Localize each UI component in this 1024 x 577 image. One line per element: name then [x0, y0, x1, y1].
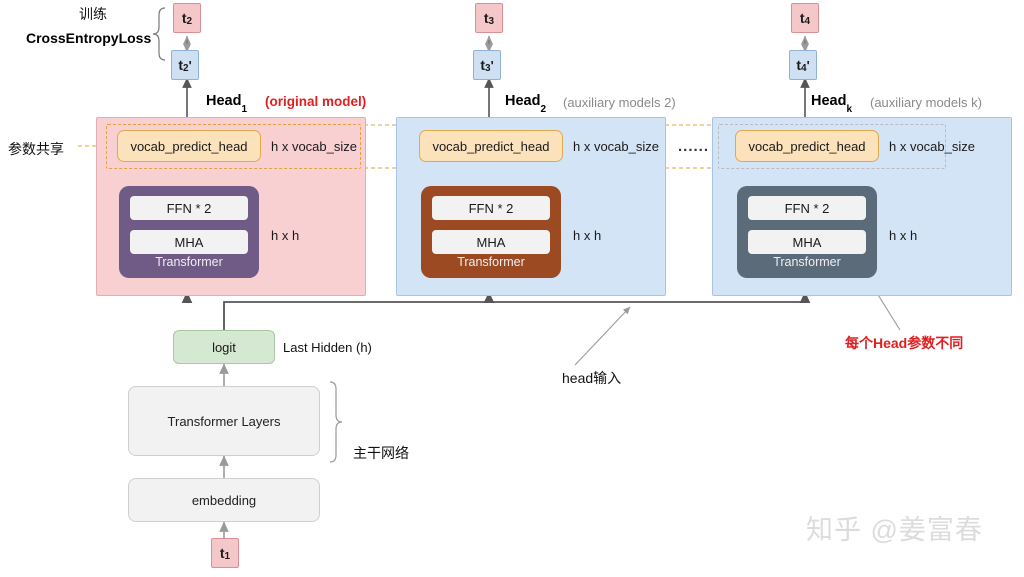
each-head-diff-callout: 每个Head参数不同	[845, 335, 964, 351]
backbone-brace	[329, 381, 343, 463]
head3-mha-cell: MHA	[748, 230, 866, 254]
embedding-label: embedding	[191, 492, 257, 508]
pred-token-head1-sub: 2	[183, 62, 189, 74]
transformer-layers-label: Transformer Layers	[167, 413, 281, 429]
head1-name-text: Head	[206, 93, 242, 109]
last-hidden-label: Last Hidden (h)	[283, 340, 372, 355]
head3-vocab-dim: h x vocab_size	[889, 139, 975, 154]
head2-ffn-label: FFN * 2	[468, 200, 514, 216]
head3-transformer-label: Transformer	[773, 255, 841, 269]
head-input-callout: head输入	[562, 370, 622, 386]
head3-name-text: Head	[811, 93, 847, 109]
pred-token-head3-prime: '	[806, 57, 810, 73]
train-label: 训练	[79, 6, 107, 22]
head2-mha-label: MHA	[476, 234, 506, 250]
transformer-layers-box: Transformer Layers	[128, 386, 320, 456]
head-input-leader	[574, 306, 631, 366]
head3-transformer: FFN * 2 MHA Transformer	[737, 186, 877, 278]
target-token-head1-text: t	[181, 10, 187, 26]
head2-vocab-dim: h x vocab_size	[573, 139, 659, 154]
pred-token-head2-prime: '	[490, 57, 494, 73]
logit-box: logit	[173, 330, 275, 364]
head3-name-sub: k	[846, 103, 853, 115]
head2-mha-cell: MHA	[432, 230, 550, 254]
head3-tf-dim: h x h	[889, 228, 918, 243]
embedding-box: embedding	[128, 478, 320, 522]
head1-transformer: FFN * 2 MHA Transformer	[119, 186, 259, 278]
head2-name-text: Head	[505, 93, 541, 109]
head2-name: Head2	[505, 93, 547, 115]
head3-vocab-label: vocab_predict_head	[748, 138, 866, 154]
head2-ffn-cell: FFN * 2	[432, 196, 550, 220]
heads-ellipsis: ......	[678, 138, 710, 155]
head3-ffn-cell: FFN * 2	[748, 196, 866, 220]
head1-vocab-predict-head[interactable]: vocab_predict_head	[117, 130, 261, 162]
head1-mha-label: MHA	[174, 234, 204, 250]
head2-vocab-predict-head[interactable]: vocab_predict_head	[419, 130, 563, 162]
head3-vocab-dashed-region	[718, 124, 946, 169]
pred-token-head1-prime: '	[188, 57, 192, 73]
head3-name: Headk	[811, 93, 853, 115]
head2-name-sub: 2	[540, 103, 547, 115]
backbone-label: 主干网络	[353, 445, 409, 461]
target-token-head2-text: t	[483, 10, 489, 26]
logit-label: logit	[212, 339, 236, 355]
head3-vocab-predict-head[interactable]: vocab_predict_head	[735, 130, 879, 162]
pred-token-head2-text: t	[480, 57, 485, 73]
head3-mha-label: MHA	[792, 234, 822, 250]
param-share-label: 参数共享	[8, 141, 64, 157]
head1-transformer-label: Transformer	[155, 255, 223, 269]
target-token-head3-text: t	[799, 10, 805, 26]
target-token-head1-sub: 2	[186, 15, 193, 27]
head1-name-sub: 1	[241, 103, 248, 115]
head1-ffn-cell: FFN * 2	[130, 196, 248, 220]
pred-token-head2-sub: 3	[485, 62, 491, 74]
head2-transformer-label: Transformer	[457, 255, 525, 269]
head2-transformer: FFN * 2 MHA Transformer	[421, 186, 561, 278]
pred-token-head1-text: t	[178, 57, 183, 73]
input-token-sub: 1	[224, 550, 231, 562]
target-token-head3-sub: 4	[804, 15, 811, 27]
head1-mha-cell: MHA	[130, 230, 248, 254]
pred-token-head3-sub: 4	[801, 62, 807, 74]
head1-vocab-label: vocab_predict_head	[130, 138, 248, 154]
head2-vocab-label: vocab_predict_head	[432, 138, 550, 154]
head1-tf-dim: h x h	[271, 228, 300, 243]
head1-caption: (original model)	[265, 94, 367, 109]
head2-caption: (auxiliary models 2)	[563, 95, 676, 110]
head1-name: Head1	[206, 93, 248, 115]
target-token-head2-sub: 3	[488, 15, 495, 27]
loss-label: CrossEntropyLoss	[26, 30, 152, 46]
head1-vocab-dashed-region	[106, 124, 361, 169]
head1-vocab-dim: h x vocab_size	[271, 139, 357, 154]
head3-ffn-label: FFN * 2	[784, 200, 830, 216]
watermark: 知乎 @姜富春	[806, 515, 983, 545]
loss-brace	[152, 7, 166, 61]
pred-token-head3-text: t	[796, 57, 801, 73]
head3-caption: (auxiliary models k)	[870, 95, 982, 110]
head1-ffn-label: FFN * 2	[166, 200, 212, 216]
head2-tf-dim: h x h	[573, 228, 602, 243]
input-token-text: t	[219, 545, 225, 561]
